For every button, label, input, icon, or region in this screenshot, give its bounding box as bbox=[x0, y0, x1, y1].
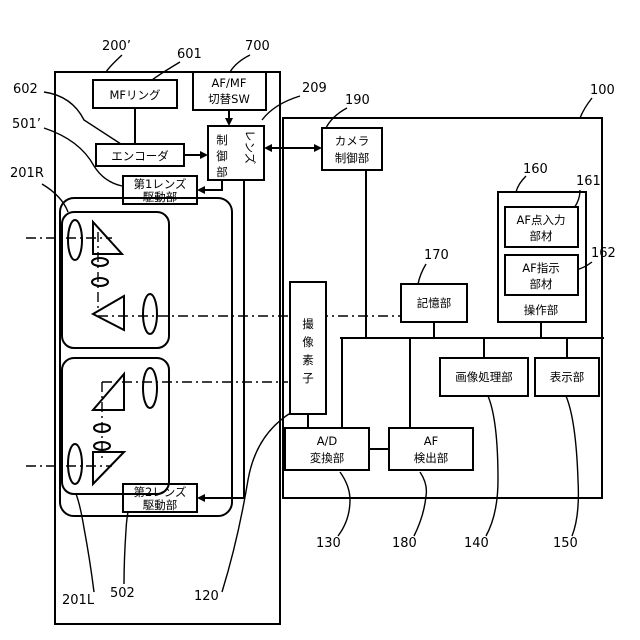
ref-150: 150 bbox=[553, 536, 578, 551]
leader-140 bbox=[486, 396, 498, 536]
lens-left-rear bbox=[143, 368, 157, 408]
ad-converter-line1: A/D bbox=[317, 434, 338, 448]
ref-209: 209 bbox=[302, 81, 327, 96]
leader-700 bbox=[230, 55, 250, 72]
first-lens-drive-line1: 第1レンズ bbox=[133, 177, 186, 191]
image-sensor-char-2: 像 bbox=[302, 335, 314, 349]
af-mf-switch-line2: 切替SW bbox=[208, 92, 250, 106]
lens-control-char-3: 部 bbox=[216, 165, 228, 179]
right-optical-unit bbox=[62, 212, 169, 348]
second-lens-drive-line1: 第2レンズ bbox=[133, 485, 186, 499]
ref-190: 190 bbox=[345, 93, 370, 108]
ref-161: 161 bbox=[576, 174, 601, 189]
ref-501: 501’ bbox=[12, 117, 41, 132]
second-lens-drive-line2: 駆動部 bbox=[143, 498, 178, 512]
af-point-input-line1: AF点入力 bbox=[517, 213, 566, 227]
image-processing-label: 画像処理部 bbox=[455, 370, 513, 384]
af-point-input-line2: 部材 bbox=[530, 229, 553, 243]
leader-170 bbox=[418, 264, 426, 284]
link-arrow-left bbox=[264, 144, 272, 152]
af-instruction-line2: 部材 bbox=[530, 277, 553, 291]
encoder-label: エンコーダ bbox=[111, 149, 169, 163]
ref-100: 100 bbox=[590, 83, 615, 98]
encoder-arrow bbox=[200, 151, 208, 159]
control-to-second-drive bbox=[205, 180, 244, 498]
ref-502: 502 bbox=[110, 586, 135, 601]
ref-160: 160 bbox=[523, 162, 548, 177]
lens-right-mid2 bbox=[92, 278, 108, 286]
camera-control-line2: 制御部 bbox=[335, 151, 370, 165]
image-sensor-char-1: 撮 bbox=[302, 317, 314, 331]
leader-201L bbox=[76, 494, 94, 592]
ref-201R: 201R bbox=[10, 166, 44, 181]
lens-right-rear bbox=[143, 294, 157, 334]
ref-601: 601 bbox=[177, 47, 202, 62]
ref-120: 120 bbox=[194, 589, 219, 604]
leader-130 bbox=[338, 472, 350, 536]
display-label: 表示部 bbox=[550, 370, 585, 384]
control-to-first-drive bbox=[205, 180, 222, 190]
lens-control-char-1: 制 bbox=[216, 133, 228, 147]
second-drive-arrow bbox=[197, 494, 205, 502]
ref-200: 200’ bbox=[102, 39, 131, 54]
af-instruction-line1: AF指示 bbox=[522, 261, 559, 275]
ref-201L: 201L bbox=[62, 593, 95, 608]
camera-control-line1: カメラ bbox=[335, 134, 370, 148]
lens-control-char-2: 御 bbox=[216, 149, 228, 163]
image-sensor-char-4: 子 bbox=[302, 371, 314, 385]
left-optical-unit bbox=[62, 358, 169, 494]
ad-converter-line2: 変換部 bbox=[310, 451, 345, 465]
leader-200 bbox=[106, 55, 122, 72]
af-detection-line2: 検出部 bbox=[414, 451, 449, 465]
operation-unit-label: 操作部 bbox=[524, 303, 559, 317]
storage-label: 記憶部 bbox=[417, 296, 452, 310]
ref-140: 140 bbox=[464, 536, 489, 551]
lens-control-vertical: レンズ bbox=[243, 130, 257, 164]
leader-160 bbox=[516, 176, 526, 192]
ref-170: 170 bbox=[424, 248, 449, 263]
mf-ring-label: MFリング bbox=[109, 88, 161, 102]
af-detection-line1: AF bbox=[424, 434, 438, 448]
leader-180 bbox=[414, 472, 426, 536]
leader-100 bbox=[580, 98, 592, 118]
prism-left-lower bbox=[93, 452, 124, 484]
switch-arrow bbox=[225, 118, 233, 126]
prism-left-upper bbox=[93, 374, 124, 410]
ref-180: 180 bbox=[392, 536, 417, 551]
lens-right-mid1 bbox=[92, 258, 108, 266]
ref-700: 700 bbox=[245, 39, 270, 54]
ref-130: 130 bbox=[316, 536, 341, 551]
lens-right-front bbox=[68, 220, 82, 260]
af-mf-switch-line1: AF/MF bbox=[212, 76, 247, 90]
lens-left-front bbox=[68, 444, 82, 484]
link-arrow-right bbox=[314, 144, 322, 152]
image-sensor-char-3: 素 bbox=[302, 353, 314, 367]
ref-602: 602 bbox=[13, 82, 38, 97]
ref-162: 162 bbox=[591, 246, 616, 261]
leader-150 bbox=[566, 396, 578, 536]
first-drive-arrow bbox=[197, 186, 205, 194]
